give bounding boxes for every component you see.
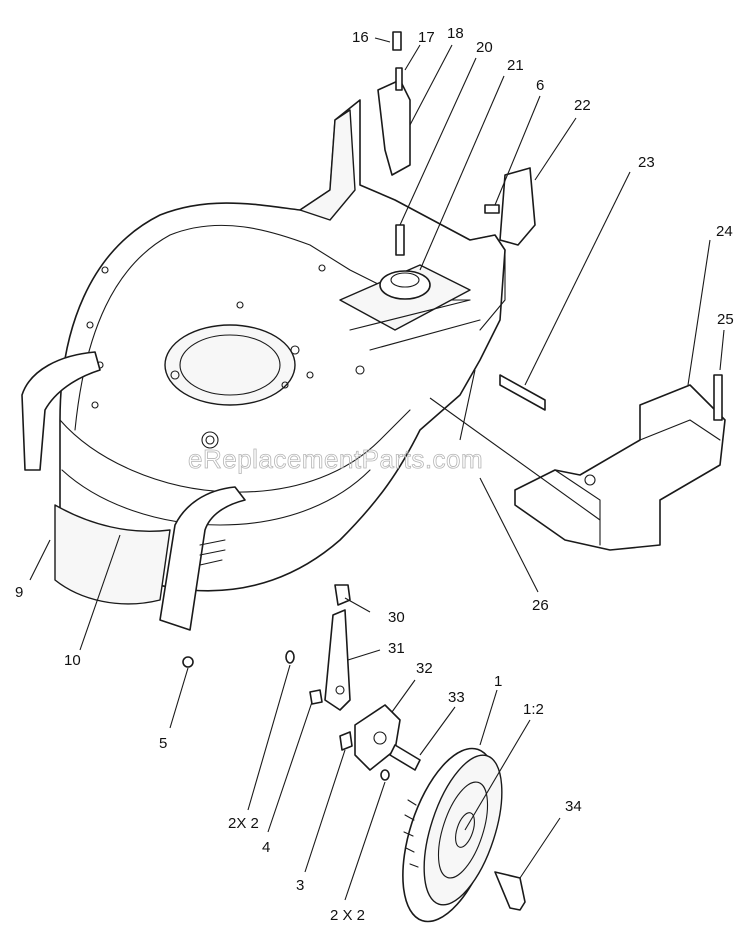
- front-bumper-left: [21, 351, 101, 471]
- wheel: [402, 747, 503, 923]
- callout-25: 25: [717, 311, 734, 328]
- mower-deck-housing: [54, 99, 506, 605]
- callout-9: 9: [15, 584, 23, 601]
- wheel-adapter: [354, 704, 401, 771]
- callout-3: 3: [296, 877, 304, 894]
- callout-21: 21: [507, 57, 524, 74]
- callout-26: 26: [532, 597, 549, 614]
- callout-22: 22: [574, 97, 591, 114]
- callout-16: 16: [352, 29, 369, 46]
- callout-1-2: 1:2: [523, 701, 544, 718]
- wheel-height-bracket: [324, 584, 351, 711]
- adapter-bolt: [389, 744, 421, 771]
- callout-6: 6: [536, 77, 544, 94]
- watermark-text: eReplacementParts.com: [188, 444, 483, 474]
- callout-2x2-top: 2X 2: [228, 815, 259, 832]
- callout-18: 18: [447, 25, 464, 42]
- callout-labels: 16 17 18 20 21 6 22 23 24 25 9 10 26 30 …: [15, 25, 734, 924]
- front-bumper-right: [159, 486, 246, 631]
- wheel-bolt: [494, 871, 526, 911]
- callout-32: 32: [416, 660, 433, 677]
- callout-10: 10: [64, 652, 81, 669]
- height-adjust-bracket: [484, 167, 536, 246]
- leader-lines: [29, 37, 725, 901]
- callout-1: 1: [494, 673, 502, 690]
- small-hardware: [182, 650, 390, 781]
- callout-34: 34: [565, 798, 582, 815]
- rear-rod: [499, 374, 546, 411]
- callout-17: 17: [418, 29, 435, 46]
- callout-33: 33: [448, 689, 465, 706]
- callout-31: 31: [388, 640, 405, 657]
- top-bolt-bracket-assembly: [377, 31, 411, 256]
- rear-discharge-shield: [514, 374, 726, 551]
- callout-24: 24: [716, 223, 733, 240]
- callout-30: 30: [388, 609, 405, 626]
- callout-4: 4: [262, 839, 270, 856]
- callout-2x2-bottom: 2 X 2: [330, 907, 365, 924]
- callout-5: 5: [159, 735, 167, 752]
- callout-23: 23: [638, 154, 655, 171]
- callout-20: 20: [476, 39, 493, 56]
